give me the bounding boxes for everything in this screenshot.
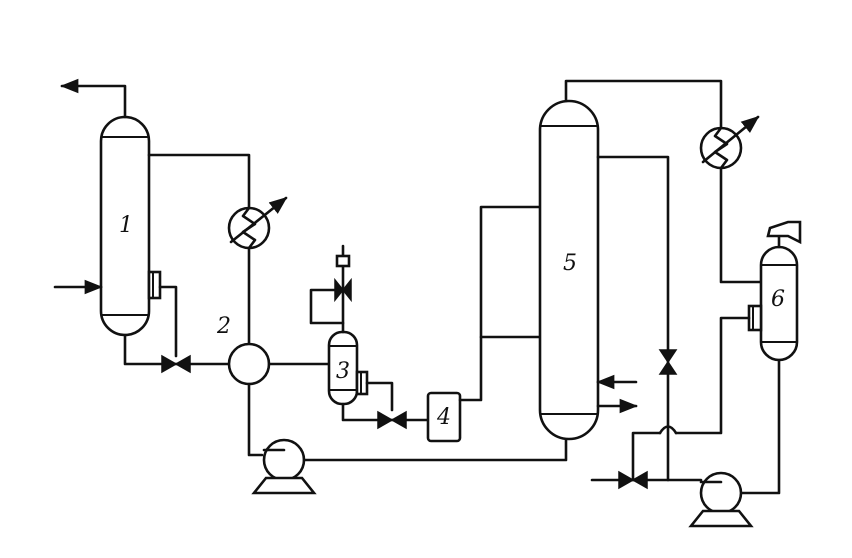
column-1-piping — [53, 78, 251, 366]
label-vessel-3: 3 — [336, 359, 350, 384]
valve-right-vertical — [658, 349, 678, 375]
column-5 — [538, 79, 723, 482]
label-vessel-6: 6 — [771, 287, 785, 312]
label-column-5: 5 — [563, 251, 577, 276]
pump-right — [590, 471, 754, 528]
vessel-6 — [631, 220, 802, 495]
label-separator-2: 2 — [216, 314, 231, 339]
separator-2 — [227, 246, 331, 457]
unit-4 — [426, 205, 542, 443]
heat-exchanger-left — [227, 196, 288, 250]
pump-left — [251, 435, 568, 495]
label-unit-4: 4 — [436, 405, 451, 430]
heat-exchanger-right — [699, 115, 767, 284]
valve-column-1-bottom — [161, 354, 191, 374]
vessel-3 — [309, 244, 430, 430]
line-crossover — [658, 425, 678, 435]
label-column-1: 1 — [119, 213, 133, 238]
valve-pump-right-inlet — [618, 470, 648, 490]
